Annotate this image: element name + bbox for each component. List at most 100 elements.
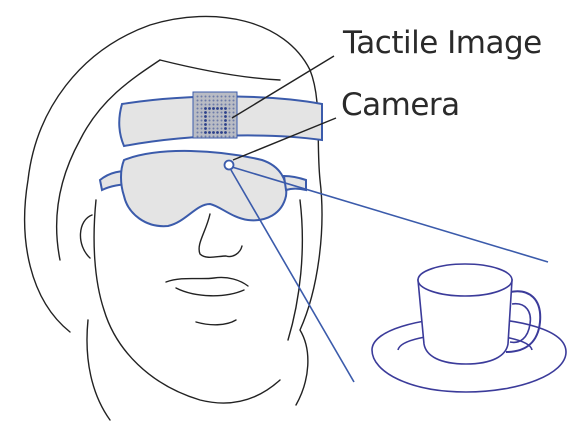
tactile-pin [224,127,227,130]
tactile-pin [229,116,231,118]
tactile-pin [225,96,227,98]
mouth-upper-lip [166,277,248,286]
tactile-pin [213,112,215,114]
tactile-pin [221,116,223,118]
tactile-pin [204,111,207,114]
fov-line-lower [231,170,354,382]
tactile-pin [213,100,215,102]
tactile-pin [205,136,207,138]
tactile-pin [221,128,223,130]
tactile-pin [201,112,203,114]
tactile-pin [225,104,227,106]
tactile-pin [217,116,219,118]
tactile-pin [213,128,215,130]
tactile-display-grid [193,92,237,138]
tactile-pin [197,132,199,134]
ear [80,215,92,258]
camera-label: Camera [341,90,460,121]
tactile-pin [208,107,211,110]
tactile-pin [213,136,215,138]
tactile-pin [221,120,223,122]
fov-line-upper [232,167,548,262]
tactile-pin [201,132,203,134]
tactile-pin [233,128,235,130]
tactile-pin [205,100,207,102]
cup-rim [418,264,512,296]
tactile-pin [197,96,199,98]
tactile-pin [221,136,223,138]
tactile-image-label: Tactile Image [343,28,542,59]
tactile-pin [217,128,219,130]
tactile-pin [204,127,207,130]
tactile-pin [217,124,219,126]
tactile-pin [197,136,199,138]
tactile-pin [204,119,207,122]
tactile-pin [197,100,199,102]
nose [199,214,242,257]
tactile-pin [213,120,215,122]
face-left-edge [94,200,280,403]
headband [119,92,322,146]
tactile-pin [208,131,211,134]
tactile-pin [201,116,203,118]
camera-lens-icon [225,161,234,170]
tactile-pin [197,120,199,122]
tactile-pin [229,100,231,102]
chin-line [196,320,236,325]
tactile-pin [233,108,235,110]
tactile-pin [220,131,223,134]
tactile-pin [224,131,227,134]
tactile-pin [229,96,231,98]
tactile-pin [233,96,235,98]
tactile-pin [213,96,215,98]
tactile-pin [209,116,211,118]
goggles [100,151,306,226]
tactile-pin [204,131,207,134]
tactile-pin [204,115,207,118]
tactile-pin [204,107,207,110]
tactile-pin [233,124,235,126]
hair-strand-right [288,200,302,340]
tactile-pin [224,115,227,118]
tactile-pin [233,136,235,138]
tactile-display-frame [193,92,237,138]
neck-line [87,320,110,420]
tactile-pin [233,132,235,134]
tactile-pin [213,124,215,126]
tactile-pin [221,104,223,106]
goggles-lens [121,151,286,226]
tactile-pin [213,116,215,118]
tactile-pin [209,136,211,138]
tactile-pin [221,96,223,98]
tactile-pin [212,131,215,134]
tactile-pin [229,124,231,126]
tactile-pin [229,112,231,114]
tactile-pin [209,100,211,102]
tactile-pin [216,131,219,134]
tactile-pin [233,104,235,106]
tactile-pin [201,136,203,138]
tactile-pin [224,119,227,122]
tactile-pin [217,104,219,106]
tactile-pin [209,124,211,126]
tactile-pin [209,96,211,98]
tactile-pin [209,128,211,130]
tactile-pin [233,112,235,114]
tactile-pin [229,120,231,122]
tactile-pin [216,107,219,110]
tactile-pin [205,104,207,106]
tactile-pin [201,124,203,126]
tactile-pin [197,112,199,114]
tactile-pin [201,96,203,98]
tactile-pin [197,116,199,118]
tactile-pin [209,112,211,114]
tactile-pin [197,128,199,130]
tactile-pin [217,120,219,122]
tactile-pin [224,111,227,114]
cup-and-saucer [372,264,566,392]
tactile-pin [209,104,211,106]
tactile-pin [217,136,219,138]
tactile-pin [217,100,219,102]
